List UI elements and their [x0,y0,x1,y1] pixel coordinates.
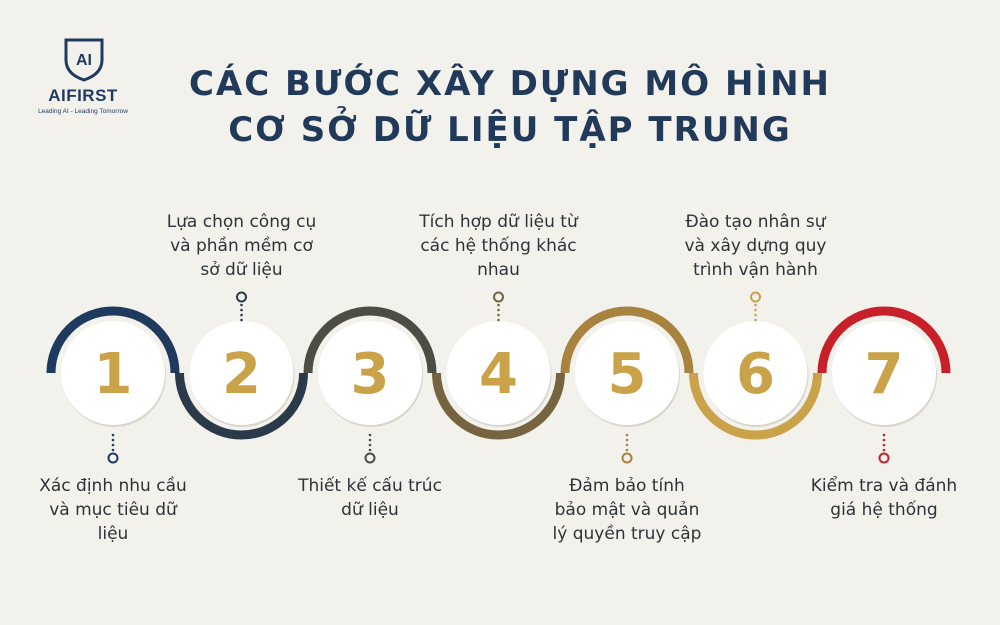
connector-dot [754,318,757,322]
step-label-4: Tích hợp dữ liệu từ các hệ thống khác nh… [419,212,578,280]
step-arc [303,306,437,374]
step-label-6: Đào tạo nhân sự và xây dựng quy trình vậ… [684,212,827,280]
connector-ring-icon [750,291,761,303]
connector-dot [240,303,243,307]
connector-dot [754,308,757,312]
connector-dot [111,438,115,442]
shield-logo-icon: AI [64,38,104,82]
page-title-line-2: CƠ SỞ DỮ LIỆU TẬP TRUNG [228,110,792,150]
connector-dot [882,443,886,447]
connector-ring-icon [364,452,376,464]
connector-dot [240,313,243,317]
logo-mark-text: AI [76,52,92,69]
step-circle [61,321,165,425]
connector-dot [497,303,500,307]
step-arc [817,306,951,374]
step-label-5: Đảm bảo tính bảo mật và quản lý quyền tr… [552,476,702,544]
connector-dot [111,448,115,452]
step-circle [318,321,422,425]
connector-dot [625,438,629,442]
connector-dot [111,443,115,447]
step-3: 3 [303,306,437,464]
brand-name: AIFIRST [48,86,118,105]
connector-dot [625,448,629,452]
connector-dot [368,443,372,447]
step-arc [175,372,308,440]
step-arc [560,306,694,374]
connector-dot [497,318,500,322]
step-circle [575,321,679,425]
step-label-2: Lựa chọn công cụ và phần mềm cơ sở dữ li… [166,212,317,280]
step-circle [832,321,936,425]
connector-dot [497,313,500,317]
step-arc [689,372,822,440]
step-label-7: Kiểm tra và đánh giá hệ thống [810,476,958,520]
step-circle [189,321,294,425]
connector-dot [882,438,886,442]
connector-dot [368,448,372,452]
connector-dot [754,313,757,317]
connector-dot [368,438,372,442]
step-7: 7 [817,306,951,464]
connector-dot [625,443,629,447]
step-label-3: Thiết kế cấu trúc dữ liệu [298,476,442,520]
step-number: 1 [94,342,133,407]
brand-logo: AI AIFIRST Leading AI - Leading Tomorrow [28,36,138,126]
step-4: 4 [432,291,565,440]
connector-dot [240,308,243,312]
step-number: 7 [865,342,904,407]
connector-ring-icon [107,452,119,464]
step-circle [446,321,551,425]
step-number: 6 [736,342,775,407]
connector-ring-icon [493,291,504,303]
step-number: 4 [479,342,518,407]
step-arc [46,306,180,374]
step-arc [432,372,565,440]
step-label-1: Xác định nhu cầu và mục tiêu dữ liệu [39,476,187,544]
connector-ring-icon [236,291,247,303]
connector-dot [111,433,115,437]
connector-dot [754,303,757,307]
brand-tagline: Leading AI - Leading Tomorrow [38,108,128,115]
page-title-line-1: CÁC BƯỚC XÂY DỰNG MÔ HÌNH [188,64,831,104]
step-1: 1 [46,306,180,464]
step-circle [703,321,808,425]
connector-dot [497,308,500,312]
step-5: 5 [560,306,694,464]
connector-dot [625,433,629,437]
step-number: 3 [351,342,390,407]
step-number: 2 [222,342,261,407]
connector-dot [882,433,886,437]
connector-dot [882,448,886,452]
connector-ring-icon [621,452,633,464]
connector-ring-icon [878,452,890,464]
connector-dot [368,433,372,437]
step-6: 6 [689,291,822,440]
step-number: 5 [608,342,647,407]
connector-dot [240,318,243,322]
step-2: 2 [175,291,308,440]
